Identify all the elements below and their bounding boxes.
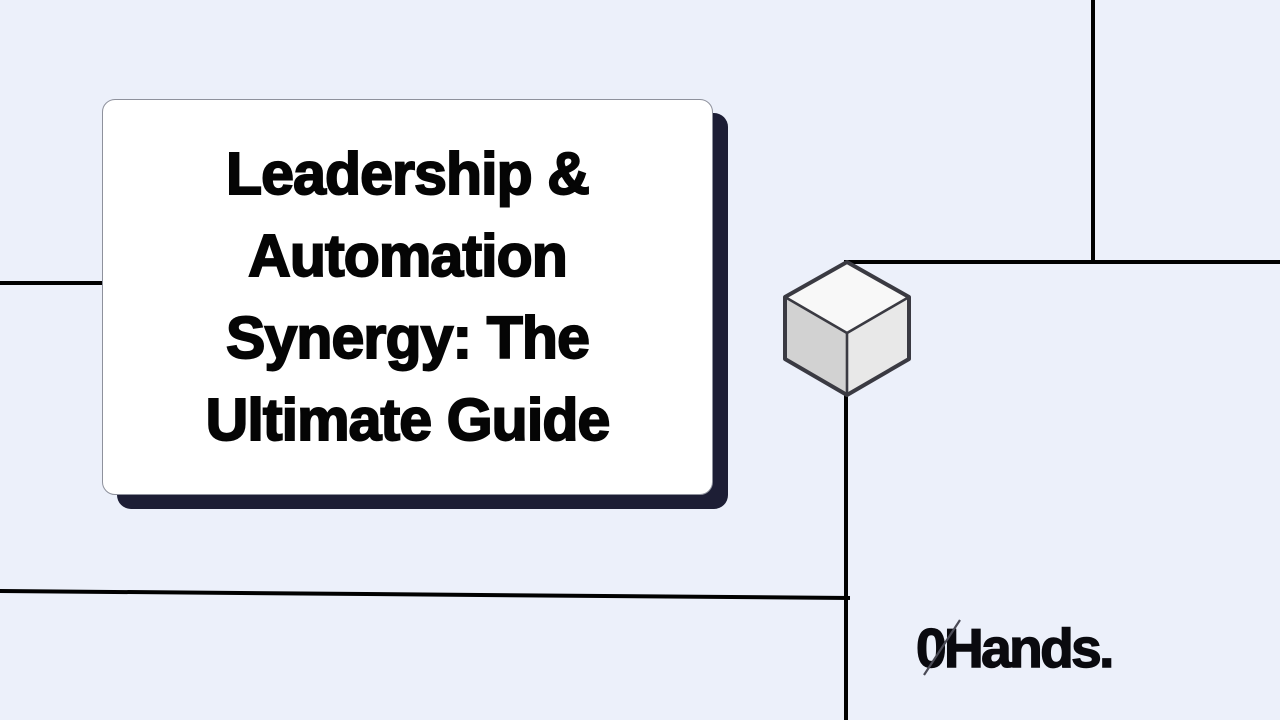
- page-title: Leadership & Automation Synergy: The Ult…: [205, 140, 612, 454]
- cube-right-face: [847, 297, 909, 395]
- brand-logo: 0Hands.: [915, 612, 1146, 684]
- lower-left-horizontal-line: [0, 589, 851, 600]
- title-card-group: Leadership & Automation Synergy: The Ult…: [102, 99, 728, 511]
- cube-left-face: [785, 297, 847, 395]
- brand-logo-wordmark: 0Hands.: [915, 616, 1115, 679]
- isometric-cube-icon: [783, 260, 911, 397]
- title-card: Leadership & Automation Synergy: The Ult…: [102, 99, 713, 495]
